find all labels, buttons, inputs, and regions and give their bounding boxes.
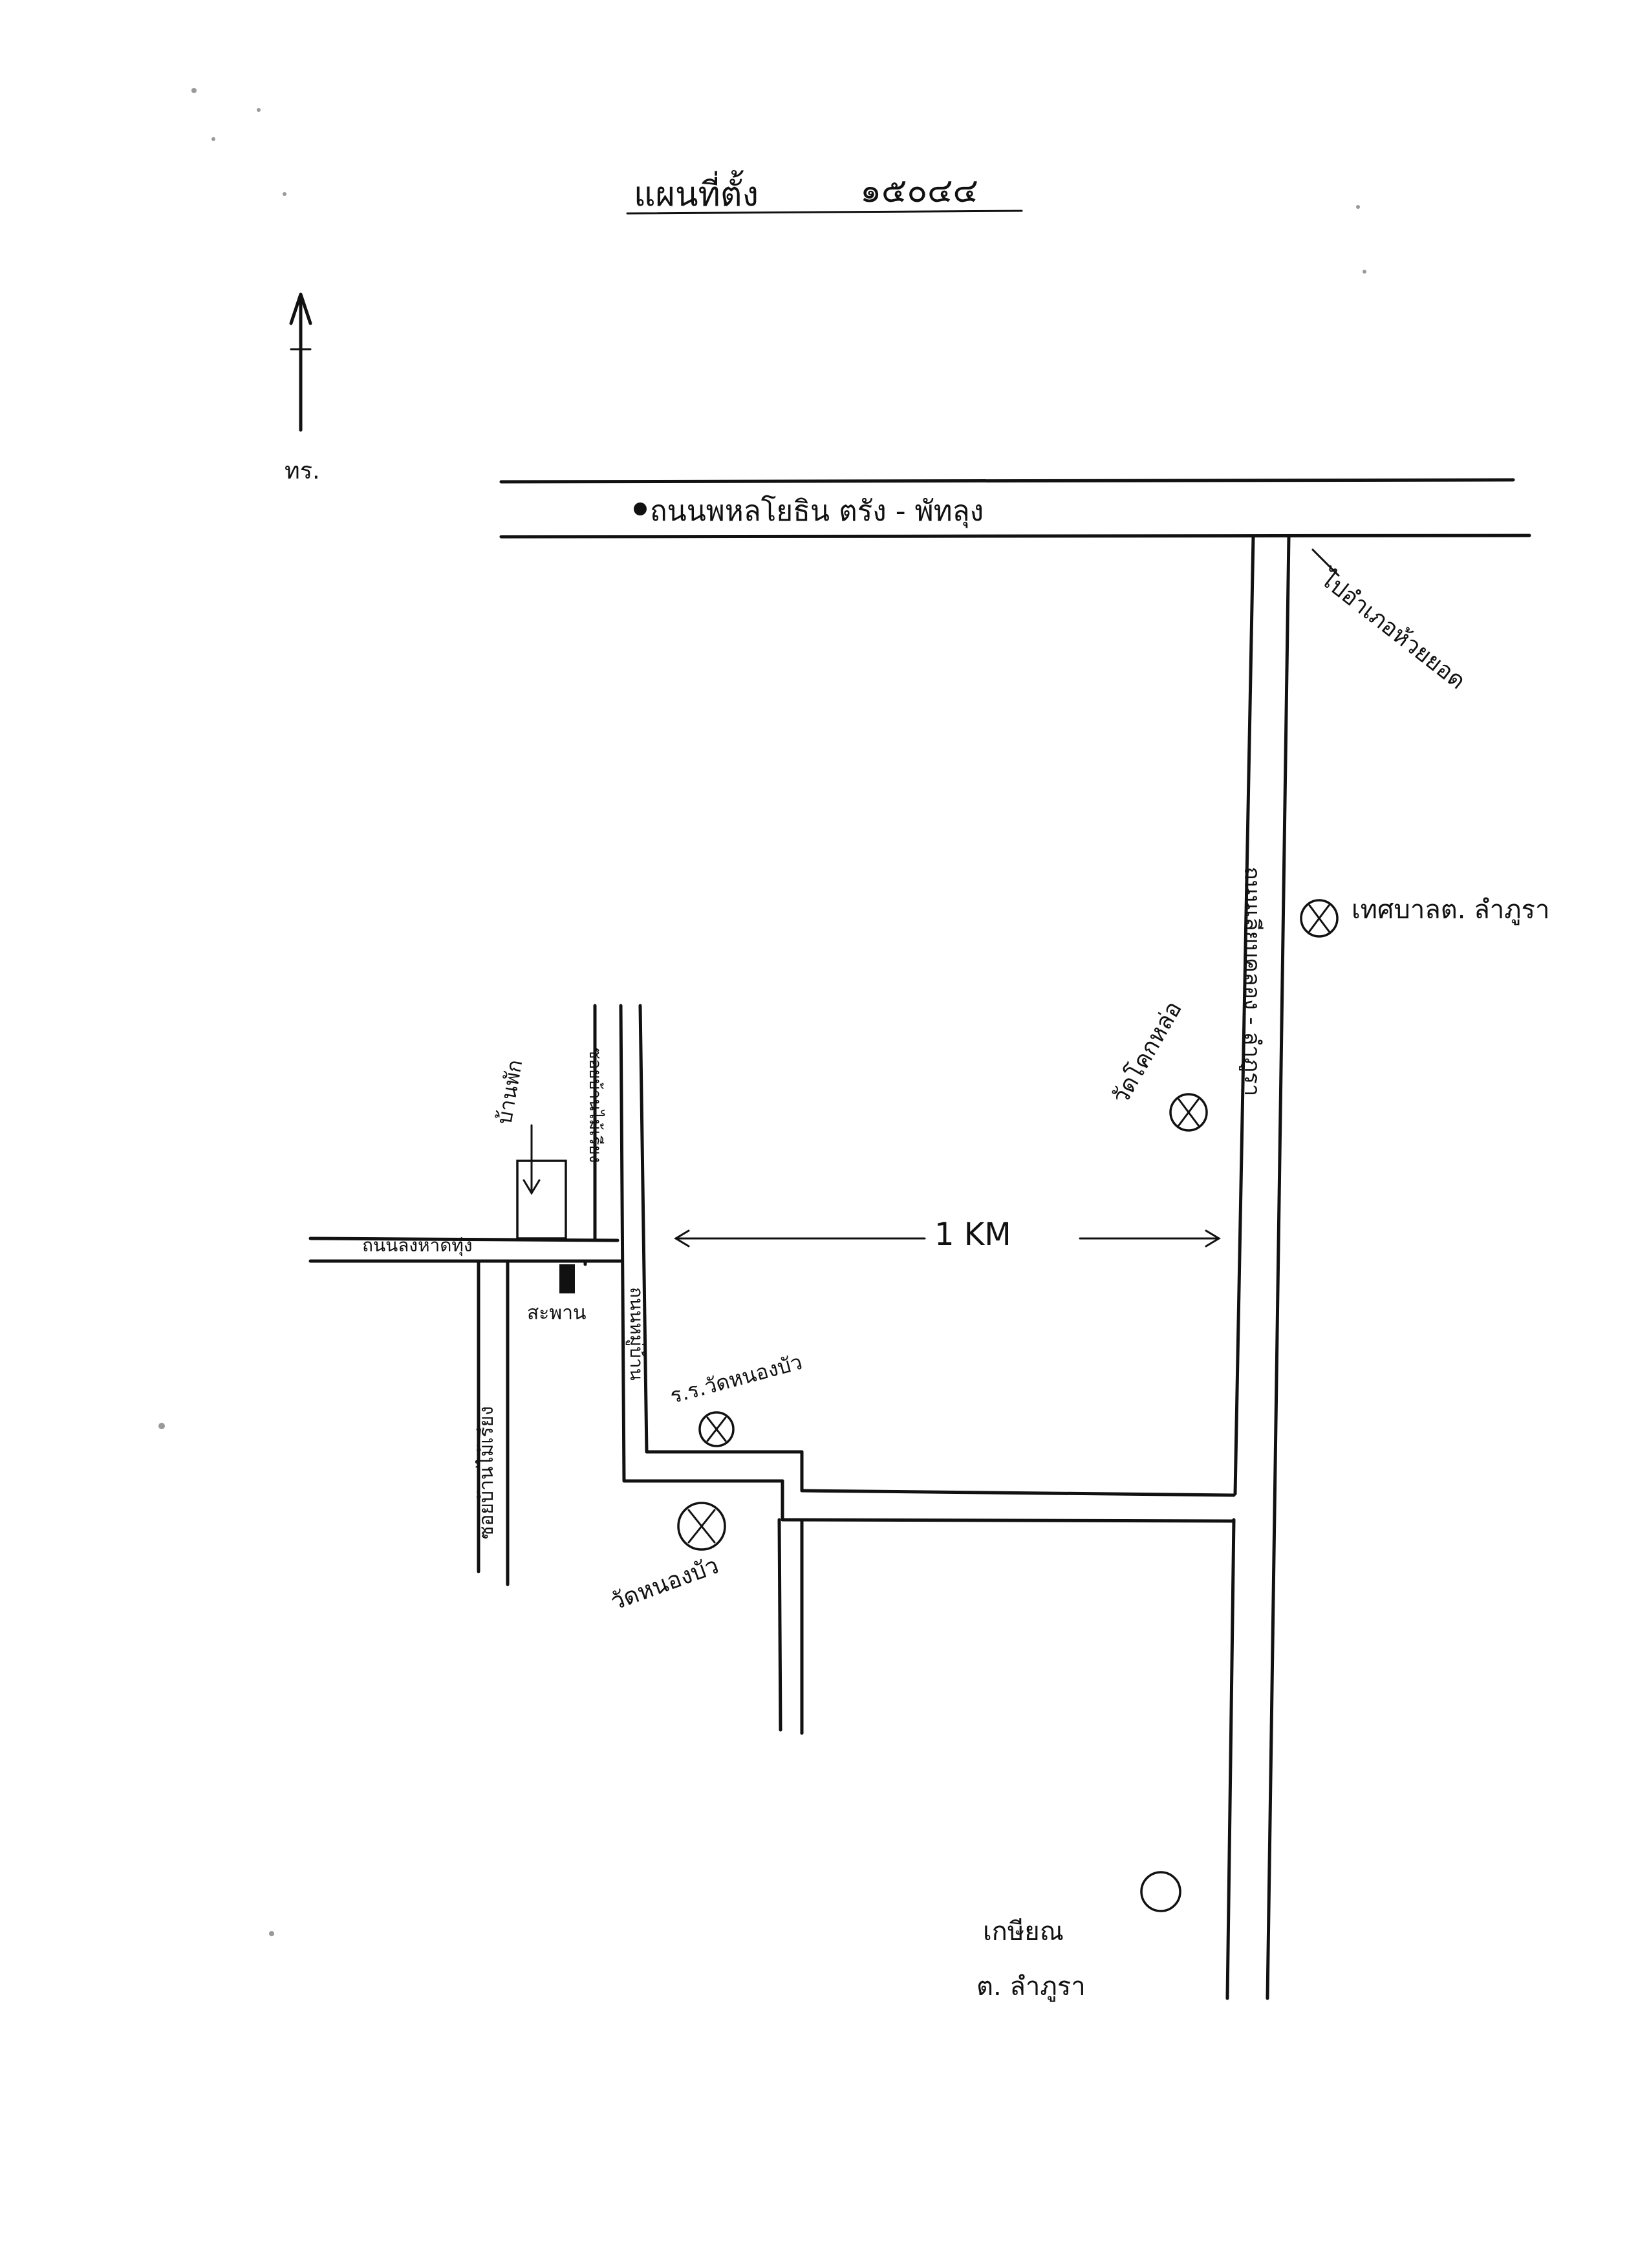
temple-left-label: วัดหนองบัว [607,1552,722,1615]
target-house-box [516,1160,567,1240]
right-road-label: ถนนเลียบคลอง - ลำภูรา [1239,867,1265,1096]
distance-arrowhead-right [1205,1229,1221,1247]
title-underline [626,210,1023,215]
target-house-label: บ้านพัก [491,1058,527,1127]
district-label-2: ต. ลำภูรา [976,1972,1086,2002]
temple-right-label: วัดโคกหล่อ [1106,997,1187,1109]
side-road-label: ถนนลงหาดทุ่ง [362,1235,473,1257]
bridge-label: สะพาน [527,1302,587,1324]
temple-symbol-icon [1169,1093,1208,1132]
district-circle-icon [1140,1871,1181,1912]
map-title-number: ๑๕๐๔๔ [860,171,978,210]
bridge-icon [559,1264,575,1293]
distance-arrowhead-left [674,1229,690,1247]
side-road-top [308,1237,620,1242]
highway-bottom-edge [499,534,1531,539]
direction-label: ไปอำเภอห้วยยอด [1314,564,1471,695]
lower-lane-left [777,1518,782,1732]
temple-left-symbol-icon [677,1502,726,1551]
distance-label: 1 KM [934,1216,1011,1253]
mid-road-label: ถนนหมู่บ้าน [625,1287,647,1381]
office-circle-icon [1300,899,1339,938]
connector-bottom-edge [781,1518,1236,1523]
mid-road-left-edge [619,1004,626,1483]
north-label: ทร. [285,458,320,484]
target-house-arrowhead [523,1179,541,1195]
office-label: เทศบาลต. ลำภูรา [1352,895,1549,925]
map-title: แผนที่ตั้ง [634,170,759,214]
school-label: ร.ร.วัดหนองบัว [667,1350,804,1409]
district-label: เกษียณ [983,1917,1064,1947]
school-symbol-icon [698,1411,735,1447]
highway-label: ถนนพหลโยธิน ตรัง - พัทลุง [650,495,984,528]
mid-road-right-edge [638,1004,649,1454]
right-road-left-lower-edge [1225,1518,1236,2000]
left-lane-upper-label: ซอยบ้านไม้เรียง [585,1048,605,1163]
scan-specks [158,88,1366,1936]
right-road-right-edge [1266,535,1291,2000]
highway-start-dot [634,502,647,515]
connector-top-edge [800,1489,1236,1497]
left-lane-lower-label: ซอยบ้านไม้เรียง [475,1406,498,1539]
direction-arrow [1311,548,1340,577]
north-arrow-icon [289,292,312,432]
right-road-left-edge [1233,535,1255,1496]
highway-top-edge [499,478,1515,484]
